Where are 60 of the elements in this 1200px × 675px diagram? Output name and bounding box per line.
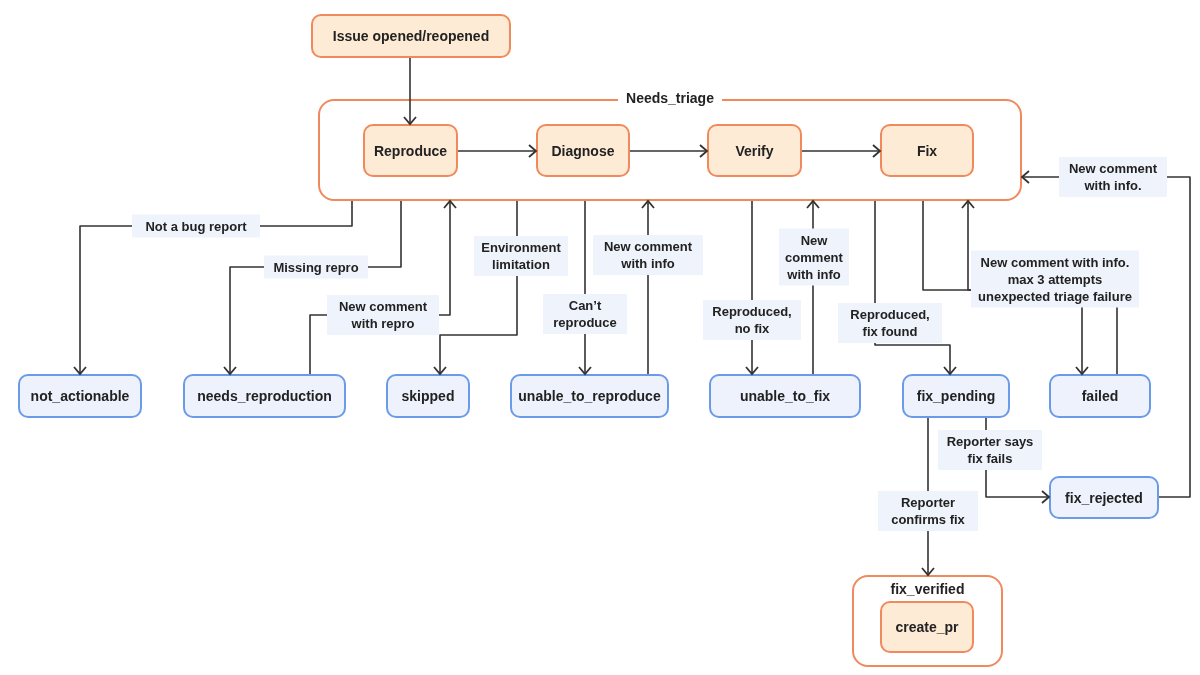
group-title: Needs_triage bbox=[618, 90, 722, 106]
edge-label: New comment with info bbox=[593, 235, 703, 275]
edge-label: Reproduced, no fix bbox=[703, 300, 801, 340]
arrow bbox=[223, 200, 402, 375]
state-box bbox=[1049, 476, 1159, 519]
state-box bbox=[311, 14, 511, 58]
edge-label: New comment with info bbox=[779, 228, 849, 286]
edge-label: Missing repro bbox=[264, 255, 368, 279]
edge-label: Reporter says fix fails bbox=[938, 430, 1042, 470]
state-box bbox=[707, 124, 802, 177]
arrow bbox=[629, 144, 708, 158]
state-box bbox=[18, 374, 142, 418]
state-label: Issue opened/reopened bbox=[332, 28, 490, 44]
arrow bbox=[985, 417, 1050, 504]
arrow bbox=[745, 200, 759, 375]
state-label: unable_to_reproduce bbox=[518, 388, 661, 404]
state-box bbox=[709, 374, 861, 418]
state-label: Fix bbox=[916, 142, 938, 159]
arrow bbox=[922, 200, 1089, 375]
arrow bbox=[874, 200, 957, 375]
state-box bbox=[1049, 374, 1151, 418]
arrow bbox=[1021, 170, 1191, 498]
state-label: not_actionable bbox=[30, 388, 130, 404]
edge-label: Not a bug report bbox=[132, 214, 260, 238]
state-label: fix_pending bbox=[916, 388, 996, 404]
state-box bbox=[880, 601, 974, 653]
state-label: Diagnose bbox=[551, 142, 615, 159]
edge-label: New comment with info. max 3 attempts unexpected triage failure bbox=[971, 250, 1139, 308]
arrow bbox=[403, 57, 417, 125]
state-label: skipped bbox=[401, 388, 455, 404]
edge-label: Can’t reproduce bbox=[543, 294, 627, 334]
arrow bbox=[806, 200, 820, 375]
arrow bbox=[73, 200, 353, 375]
state-box bbox=[510, 374, 669, 418]
state-box bbox=[902, 374, 1010, 418]
edge-label: Environment limitation bbox=[474, 236, 568, 276]
edge-label: New comment with info. bbox=[1059, 157, 1167, 197]
state-label: unable_to_fix bbox=[739, 388, 831, 404]
state-label: failed bbox=[1081, 388, 1119, 404]
group-box bbox=[852, 575, 1003, 667]
edge-label: New comment with repro bbox=[327, 295, 439, 335]
edge-label: Reproduced, fix found bbox=[838, 303, 942, 343]
arrow bbox=[801, 144, 881, 158]
arrow bbox=[578, 200, 592, 375]
state-box bbox=[536, 124, 630, 177]
state-label: Reproduce bbox=[373, 142, 448, 159]
arrow bbox=[457, 144, 537, 158]
arrow bbox=[921, 417, 935, 576]
arrow bbox=[433, 200, 518, 375]
arrow bbox=[309, 200, 457, 375]
state-label: Verify bbox=[735, 142, 774, 159]
state-label: fix_rejected bbox=[1065, 489, 1143, 506]
state-box bbox=[183, 374, 346, 418]
state-label: create_pr bbox=[895, 619, 959, 635]
arrow bbox=[641, 200, 655, 375]
state-box bbox=[386, 374, 470, 418]
state-box bbox=[363, 124, 458, 177]
state-box bbox=[880, 124, 974, 177]
edge-label: Reporter confirms fix bbox=[878, 491, 978, 531]
state-label: needs_reproduction bbox=[197, 388, 332, 404]
